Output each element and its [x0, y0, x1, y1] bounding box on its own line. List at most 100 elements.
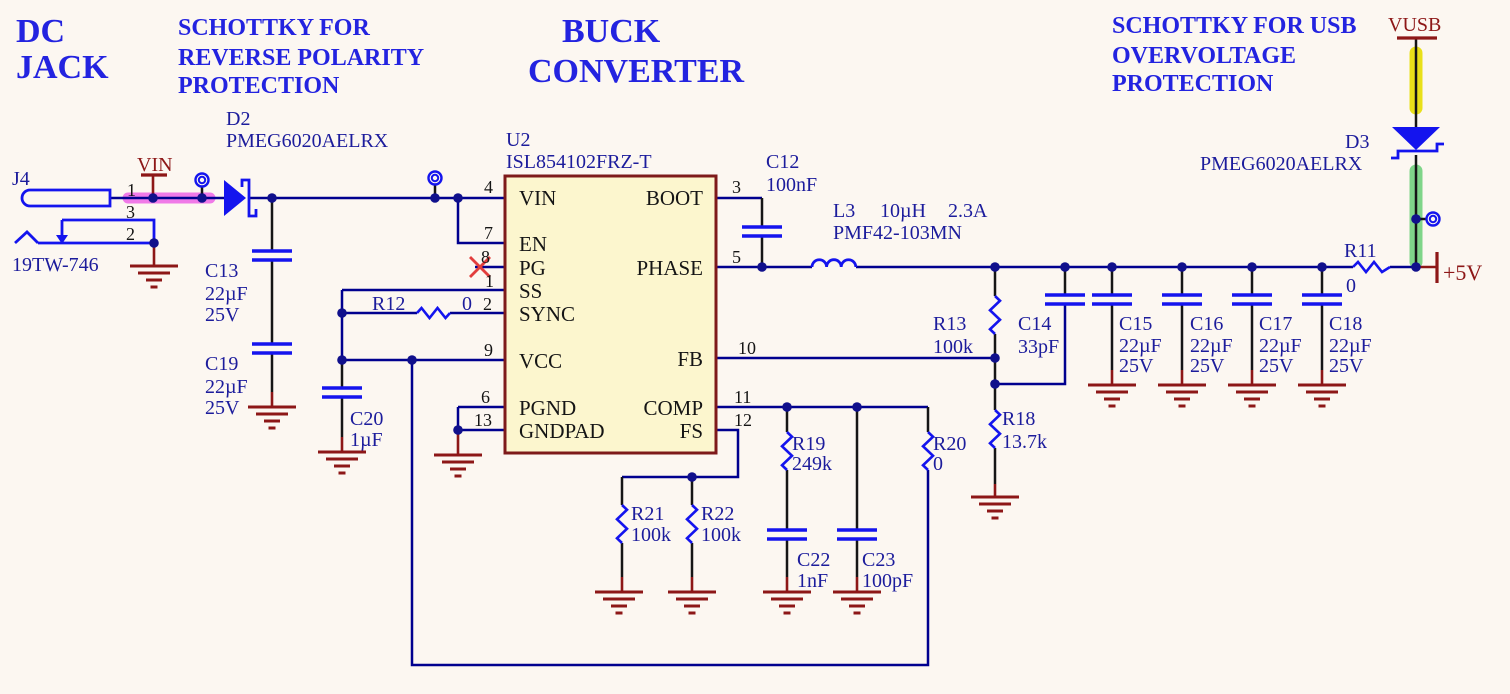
- r13-ref-label: R13: [933, 313, 966, 335]
- r22-value-label: 100k: [701, 524, 741, 546]
- r20-resistor: [921, 430, 935, 472]
- c12-ref-label: C12: [766, 151, 799, 173]
- d2-ref-label: D2: [226, 108, 250, 130]
- c16-capacitor: [1160, 293, 1204, 306]
- u2-pin-name-pg: PG: [519, 256, 546, 280]
- c17-value-label: 22µF: [1259, 335, 1302, 357]
- u2-pin-name-en: EN: [519, 232, 547, 256]
- r19-resistor: [780, 430, 794, 472]
- c16-value-label: 22µF: [1190, 335, 1233, 357]
- ground-icon: [593, 590, 645, 615]
- ground-icon: [316, 450, 368, 475]
- c14-value-label: 33pF: [1018, 336, 1059, 358]
- components: [14, 127, 1444, 545]
- c20-capacitor: [320, 386, 364, 399]
- u2-pin10-number: 10: [738, 338, 756, 358]
- c23-ref-label: C23: [862, 549, 895, 571]
- ground-icon: [969, 495, 1021, 520]
- ic-body: [503, 174, 718, 455]
- wire-en: [456, 198, 504, 245]
- d3-part-label: PMEG6020AELRX: [1200, 153, 1363, 175]
- u2-pin-name-vin: VIN: [519, 186, 556, 210]
- ground-icon: [128, 264, 180, 289]
- r13-value-label: 100k: [933, 336, 973, 358]
- r21-ref-label: R21: [631, 503, 664, 525]
- u2-pin-name-fb: FB: [677, 347, 703, 371]
- c16-ref-label: C16: [1190, 313, 1223, 335]
- u2-part-label: ISL854102FRZ-T: [506, 151, 652, 173]
- header-dc-jack-line1: DC: [16, 13, 65, 50]
- r18-resistor: [988, 408, 1002, 450]
- ground-icon: [1226, 383, 1278, 408]
- u2-pin13-number: 13: [474, 410, 492, 430]
- test-point-icon: [1425, 211, 1441, 227]
- u2-pin6-number: 6: [481, 387, 490, 407]
- d2-diode-triangle: [224, 180, 246, 216]
- c15-ref-label: C15: [1119, 313, 1152, 335]
- u2-pin-name-ss: SS: [519, 279, 542, 303]
- r22-resistor: [685, 503, 699, 545]
- c23-capacitor: [835, 528, 879, 541]
- no-connect-x-icon: [469, 256, 491, 278]
- net-label-vusb: VUSB: [1388, 14, 1441, 36]
- l3-value-label: 10µH: [880, 200, 926, 222]
- dc-jack-barrel: [20, 188, 112, 208]
- c13-ref-label: C13: [205, 260, 238, 282]
- r20-value-label: 0: [933, 453, 943, 475]
- r12-value-label: 0: [462, 293, 472, 315]
- u2-pin-name-gndpad: GNDPAD: [519, 419, 605, 443]
- j4-part-label: 19TW-746: [12, 254, 99, 276]
- c19-volt-label: 25V: [205, 397, 240, 419]
- ground-icon: [761, 590, 813, 615]
- u2-pin-name-comp: COMP: [643, 396, 703, 420]
- ground-icon: [432, 453, 484, 478]
- wires-black: [200, 38, 1426, 577]
- r19-value-label: 249k: [792, 453, 832, 475]
- r20-ref-label: R20: [933, 433, 966, 455]
- c19-ref-label: C19: [205, 353, 238, 375]
- c14-capacitor: [1043, 293, 1087, 306]
- r12-ref-label: R12: [372, 293, 405, 315]
- r22-ref-label: R22: [701, 503, 734, 525]
- l3-inductor: [810, 258, 858, 268]
- c13-capacitor: [250, 249, 294, 262]
- u2-pin-name-phase: PHASE: [636, 256, 703, 280]
- j4-ref-label: J4: [12, 168, 30, 190]
- r11-value-label: 0: [1346, 275, 1356, 297]
- labels: DC JACK SCHOTTKY FOR REVERSE POLARITY PR…: [12, 13, 1482, 592]
- r21-value-label: 100k: [631, 524, 671, 546]
- test-point-icon: [427, 170, 443, 186]
- header-usb-line1: SCHOTTKY FOR USB: [1112, 13, 1357, 39]
- c15-volt-label: 25V: [1119, 355, 1154, 377]
- r11-ref-label: R11: [1344, 240, 1377, 262]
- ground-icon: [831, 590, 883, 615]
- net-label-p5v: +5V: [1443, 260, 1482, 285]
- c20-ref-label: C20: [350, 408, 383, 430]
- r11-resistor: [1352, 259, 1391, 275]
- c20-value-label: 1µF: [350, 429, 383, 451]
- c14-ref-label: C14: [1018, 313, 1051, 335]
- r21-resistor: [615, 503, 629, 545]
- d3-diode-cathode: [1391, 142, 1444, 160]
- u2-pin5-number: 5: [732, 247, 741, 267]
- d3-ref-label: D3: [1345, 131, 1369, 153]
- wires-darkred: [141, 36, 1439, 592]
- c18-ref-label: C18: [1329, 313, 1362, 335]
- l3-ref-label: L3: [833, 200, 855, 222]
- wire-bottom-loop: [410, 360, 930, 667]
- ground-icon: [246, 405, 298, 430]
- u2-pin1-number: 1: [485, 271, 494, 291]
- r18-value-label: 13.7k: [1002, 431, 1047, 453]
- header-reverse-line1: SCHOTTKY FOR: [178, 15, 370, 41]
- d2-diode-cathode: [240, 178, 258, 218]
- test-point-icon: [194, 172, 210, 188]
- u2-pin-name-pgnd: PGND: [519, 396, 576, 420]
- l3-part-label: PMF42-103MN: [833, 222, 962, 244]
- r18-ref-label: R18: [1002, 408, 1035, 430]
- c19-value-label: 22µF: [205, 376, 248, 398]
- wire-fs: [622, 428, 740, 479]
- d3-diode-triangle: [1392, 127, 1440, 150]
- u2-pin-name-fs: FS: [680, 419, 703, 443]
